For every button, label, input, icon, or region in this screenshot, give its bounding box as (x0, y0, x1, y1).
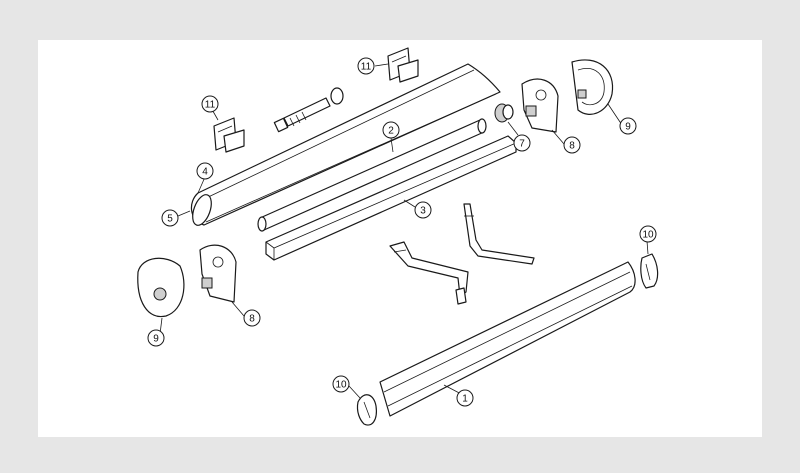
callout-5: 5 (161, 209, 179, 227)
leader-lines (159, 63, 649, 399)
motor-unit (273, 87, 344, 133)
coupling (494, 103, 514, 123)
end-cap-right (571, 59, 614, 115)
front-profile (379, 261, 636, 417)
callout-10-left: 10 (332, 375, 350, 393)
callout-2: 2 (382, 121, 400, 139)
callout-1: 1 (456, 389, 474, 407)
end-plate-right (521, 78, 559, 133)
callout-label: 11 (205, 100, 216, 111)
callout-4: 4 (196, 162, 214, 180)
mounting-bracket-left (213, 117, 245, 153)
folding-arm-lower (389, 241, 469, 305)
diagram-frame: 1 2 3 4 5 7 8 8 9 9 10 10 (38, 40, 762, 437)
callout-label: 11 (361, 62, 372, 73)
front-profile-cap-left (356, 394, 377, 426)
callout-label: 2 (388, 126, 394, 137)
callout-3: 3 (414, 201, 432, 219)
exploded-parts-diagram: 1 2 3 4 5 7 8 8 9 9 10 10 (137, 47, 659, 426)
callout-label: 9 (153, 334, 159, 345)
square-bar (265, 135, 517, 261)
callout-label: 5 (167, 214, 173, 225)
mounting-bracket-right (387, 47, 419, 83)
callout-8-left: 8 (243, 309, 261, 327)
callout-label: 7 (519, 139, 525, 150)
cassette-cover (190, 63, 501, 226)
callout-11-right: 11 (357, 57, 375, 75)
callout-8-right: 8 (563, 136, 581, 154)
callout-9-left: 9 (147, 329, 165, 347)
callout-label: 8 (569, 141, 575, 152)
roller-tube (257, 118, 487, 232)
callout-9-right: 9 (619, 117, 637, 135)
end-plate-left (199, 244, 237, 303)
callout-label: 10 (335, 380, 347, 391)
callout-label: 10 (642, 230, 654, 241)
callout-7: 7 (513, 134, 531, 152)
callout-label: 4 (202, 167, 208, 178)
callout-11-left: 11 (201, 95, 219, 113)
callout-label: 8 (249, 314, 255, 325)
end-cap-left (137, 257, 185, 318)
callout-label: 1 (462, 394, 468, 405)
callout-label: 9 (625, 122, 631, 133)
callout-label: 3 (420, 206, 426, 217)
folding-arm-upper (463, 203, 535, 265)
callout-10-right: 10 (639, 225, 657, 243)
front-profile-cap-right (640, 253, 659, 289)
